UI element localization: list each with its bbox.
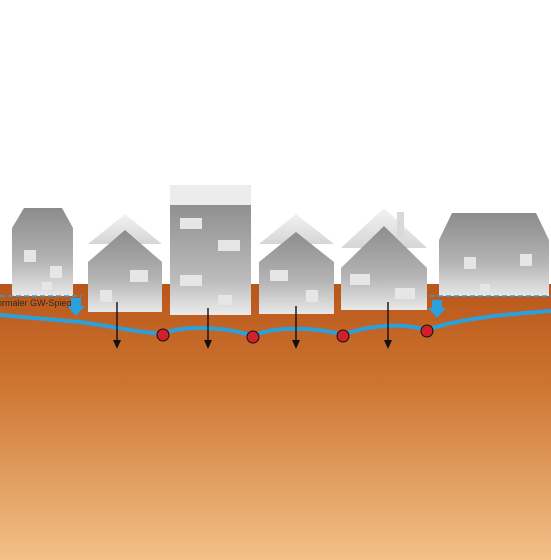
water-level-marker-icon (428, 300, 446, 318)
house-3 (259, 214, 334, 314)
down-arrow-icon (113, 302, 121, 349)
down-arrow-icon (384, 302, 392, 349)
down-arrow-icon (204, 308, 212, 349)
measuring-point (156, 328, 170, 342)
house-4 (341, 208, 427, 310)
house-2 (88, 214, 162, 312)
water-level-marker-icon (67, 298, 85, 316)
groundwater-level-label: normaler GW-Spiegel (0, 298, 78, 308)
down-arrow-icon (292, 306, 300, 349)
measuring-point (336, 329, 350, 343)
lowered-groundwater-curve (0, 309, 551, 339)
measuring-point (246, 330, 260, 344)
apartment-building (170, 185, 251, 315)
house-1 (12, 208, 73, 296)
house-5 (439, 213, 549, 296)
soil-layer (0, 284, 551, 560)
measuring-point (420, 324, 434, 338)
